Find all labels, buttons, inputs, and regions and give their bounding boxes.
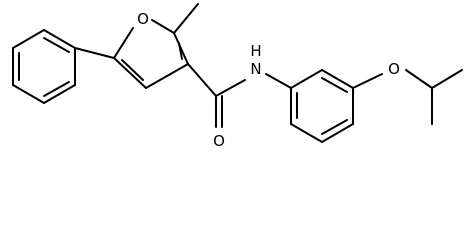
amide-group bbox=[187, 63, 292, 128]
amide-nitrogen-label: N bbox=[250, 60, 261, 78]
phenyl-furan-bond bbox=[74, 47, 115, 59]
aniline-ring bbox=[290, 69, 354, 143]
ether-oxygen-label: O bbox=[388, 60, 400, 78]
methyl-bond bbox=[173, 3, 199, 34]
amide-hydrogen-label: H bbox=[250, 42, 261, 60]
atom-label-carbonyl-oxygen: O bbox=[213, 132, 225, 150]
structure-diagram: O O N H O bbox=[12, 3, 463, 150]
carbonyl-oxygen-label: O bbox=[213, 132, 225, 150]
atom-label-ether-oxygen: O bbox=[388, 60, 400, 78]
furan-oxygen-label: O bbox=[137, 10, 149, 28]
phenyl-ring bbox=[12, 29, 76, 104]
isopropoxy-group bbox=[352, 69, 463, 125]
atom-label-amide-nitrogen: N H bbox=[250, 42, 261, 78]
furan-ring bbox=[113, 19, 189, 89]
atom-label-furan-oxygen: O bbox=[137, 10, 149, 28]
